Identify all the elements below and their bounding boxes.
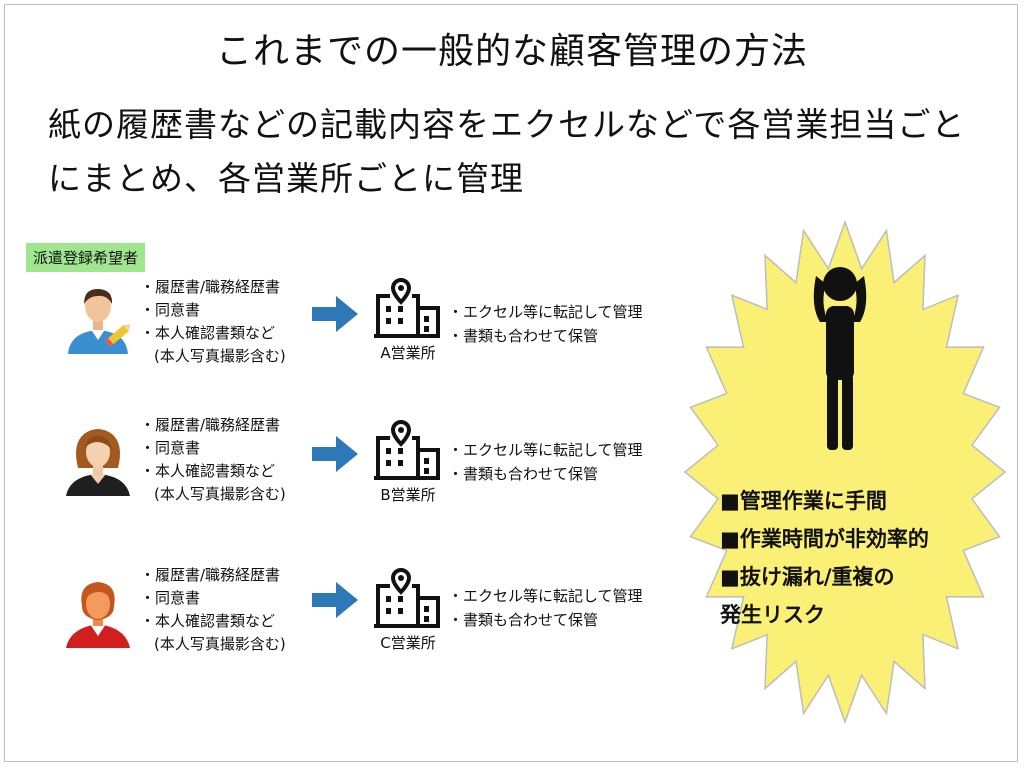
lead-line-2: にまとめ、各営業所ごとに管理	[48, 159, 524, 198]
doc-item: ・本人確認書類など	[140, 324, 276, 342]
doc-item: ・本人確認書類など	[140, 462, 276, 480]
note-item: ・エクセル等に転記して管理	[448, 587, 643, 605]
doc-item: (本人写真撮影含む)	[154, 635, 286, 653]
arrow-right-icon	[312, 436, 358, 472]
doc-item: ・本人確認書類など	[140, 612, 276, 630]
handling-notes: ・エクセル等に転記して管理 ・書類も合わせて保管	[448, 584, 643, 632]
arrow-right-icon	[312, 582, 358, 618]
office-label: C営業所	[380, 634, 436, 652]
arrow-right-icon	[312, 296, 358, 332]
issue-item: ■管理作業に手間	[720, 489, 887, 513]
documents-list: ・履歴書/職務経歴書 ・同意書 ・本人確認書類など (本人写真撮影含む)	[140, 564, 286, 656]
lead-line-1: 紙の履歴書などの記載内容をエクセルなどで各営業担当ごと	[48, 105, 966, 144]
doc-item: ・履歴書/職務経歴書	[140, 566, 281, 584]
issues-list: ■管理作業に手間 ■作業時間が非効率的 ■抜け漏れ/重複の 発生リスク	[720, 482, 929, 634]
doc-item: ・履歴書/職務経歴書	[140, 278, 281, 296]
doc-item: ・同意書	[140, 589, 201, 607]
woman-red-icon	[66, 582, 130, 648]
office-building-icon	[374, 567, 440, 628]
issue-item: ■作業時間が非効率的	[720, 527, 929, 551]
issue-item: ■抜け漏れ/重複の	[720, 565, 895, 589]
office-building-icon	[374, 277, 440, 338]
office-label: A営業所	[380, 344, 436, 362]
note-item: ・書類も合わせて保管	[448, 327, 599, 345]
office-label: B営業所	[380, 486, 436, 504]
doc-item: (本人写真撮影含む)	[154, 485, 286, 503]
handling-notes: ・エクセル等に転記して管理 ・書類も合わせて保管	[448, 438, 643, 486]
note-item: ・書類も合わせて保管	[448, 611, 599, 629]
note-item: ・書類も合わせて保管	[448, 465, 599, 483]
doc-item: ・同意書	[140, 439, 201, 457]
documents-list: ・履歴書/職務経歴書 ・同意書 ・本人確認書類など (本人写真撮影含む)	[140, 276, 286, 368]
woman-icon	[66, 429, 130, 496]
doc-item: (本人写真撮影含む)	[154, 347, 286, 365]
note-item: ・エクセル等に転記して管理	[448, 441, 643, 459]
starburst-shape	[683, 219, 1007, 725]
slide-title: これまでの一般的な顧客管理の方法	[215, 31, 808, 72]
note-item: ・エクセル等に転記して管理	[448, 303, 643, 321]
applicant-tag: 派遣登録希望者	[26, 243, 146, 272]
lead-text: 紙の履歴書などの記載内容をエクセルなどで各営業担当ごと にまとめ、各営業所ごとに…	[48, 98, 988, 206]
person-pen-icon	[68, 288, 131, 354]
office-building-icon	[374, 419, 440, 480]
issue-item: 発生リスク	[720, 603, 825, 627]
doc-item: ・同意書	[140, 301, 201, 319]
doc-item: ・履歴書/職務経歴書	[140, 416, 281, 434]
slide-frame	[4, 4, 1018, 762]
handling-notes: ・エクセル等に転記して管理 ・書類も合わせて保管	[448, 300, 643, 348]
distressed-person-icon	[813, 267, 867, 450]
documents-list: ・履歴書/職務経歴書 ・同意書 ・本人確認書類など (本人写真撮影含む)	[140, 414, 286, 506]
